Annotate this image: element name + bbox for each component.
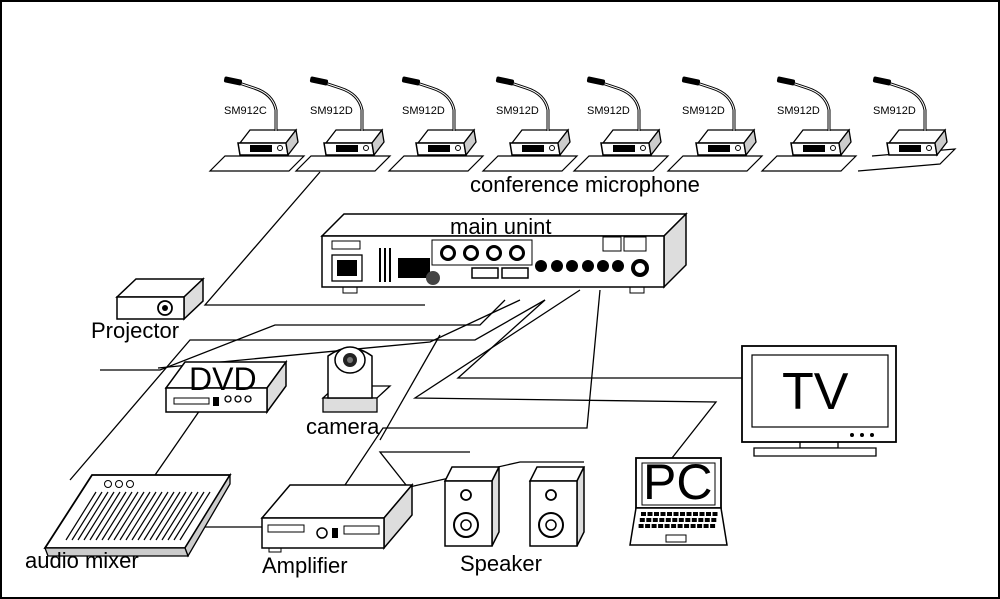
laptop-key	[654, 512, 659, 516]
mixer-fader	[167, 491, 199, 541]
projector-device	[115, 277, 205, 321]
conference-microphone	[681, 76, 757, 157]
microphone-model-label: SM912D	[777, 105, 820, 117]
laptop-key	[638, 524, 644, 528]
laptop-key	[690, 524, 696, 528]
mixer-fader	[125, 491, 157, 541]
mixer-fader	[89, 491, 121, 541]
mixer-fader	[113, 491, 145, 541]
audio-mixer-device	[43, 472, 232, 558]
laptop-key	[693, 512, 698, 516]
laptop-key	[678, 518, 684, 522]
speaker-label: Speaker	[460, 551, 542, 576]
laptop-key	[711, 518, 717, 522]
laptop-key	[658, 524, 664, 528]
laptop-key	[685, 518, 691, 522]
projector-label: Projector	[91, 318, 180, 343]
amplifier-label: Amplifier	[262, 553, 348, 578]
conference-microphone-label: conference microphone	[470, 172, 700, 197]
camera-label: camera	[306, 414, 380, 439]
mixer-fader	[155, 491, 187, 541]
mixer-fader	[119, 491, 151, 541]
laptop-key	[712, 512, 718, 516]
laptop-key	[667, 512, 672, 516]
laptop-key	[647, 512, 653, 516]
laptop-key	[671, 524, 677, 528]
mixer-fader	[71, 491, 103, 541]
mixer-fader	[173, 491, 205, 541]
mixer-fader	[179, 491, 211, 541]
main-unit-label: main unint	[450, 214, 552, 239]
laptop-key	[659, 518, 665, 522]
pc-device	[629, 457, 728, 546]
connection-lines	[69, 171, 745, 528]
speaker-right	[528, 466, 586, 547]
laptop-key	[704, 518, 710, 522]
laptop-key	[703, 524, 709, 528]
laptop-key	[641, 512, 646, 516]
laptop-key	[706, 512, 711, 516]
laptop-key	[710, 524, 716, 528]
pc-label: PC	[643, 454, 713, 510]
laptop-key	[646, 518, 652, 522]
microphone-model-label: SM912D	[873, 105, 916, 117]
tv-device	[741, 345, 897, 457]
laptop-key	[639, 518, 645, 522]
laptop-key	[691, 518, 697, 522]
microphone-model-label: SM912C	[224, 105, 267, 117]
mixer-fader	[161, 491, 193, 541]
microphone-model-label: SM912D	[310, 105, 353, 117]
laptop-key	[684, 524, 690, 528]
audio-mixer-label: audio mixer	[25, 548, 139, 573]
laptop-key	[697, 524, 703, 528]
dvd-device	[164, 359, 288, 415]
mixer-fader	[77, 491, 109, 541]
microphone-model-label: SM912D	[587, 105, 630, 117]
amplifier-device	[260, 482, 414, 553]
laptop-key	[660, 512, 666, 516]
laptop-key	[652, 518, 658, 522]
mixer-fader	[149, 491, 181, 541]
mixer-fader	[107, 491, 139, 541]
conference-microphone	[223, 76, 299, 157]
laptop-key	[677, 524, 683, 528]
microphone-model-label: SM912D	[682, 105, 725, 117]
conference-microphone	[872, 76, 948, 157]
laptop-key	[664, 524, 670, 528]
dvd-label: DVD	[189, 361, 257, 397]
conference-microphone	[309, 76, 385, 157]
mixer-fader	[101, 491, 133, 541]
conference-microphone	[401, 76, 477, 157]
laptop-key	[672, 518, 678, 522]
conference-microphone	[495, 76, 571, 157]
laptop-key	[686, 512, 692, 516]
tv-label: TV	[782, 363, 849, 421]
mixer-fader	[131, 491, 163, 541]
laptop-key	[698, 518, 704, 522]
conference-microphone	[586, 76, 662, 157]
laptop-key	[673, 512, 679, 516]
laptop-key	[645, 524, 651, 528]
mixer-fader	[143, 491, 175, 541]
laptop-key	[699, 512, 705, 516]
speaker-left	[443, 466, 501, 547]
microphone-model-label: SM912D	[496, 105, 539, 117]
mixer-fader	[83, 491, 115, 541]
laptop-key	[665, 518, 671, 522]
mixer-fader	[137, 491, 169, 541]
mixer-fader	[95, 491, 127, 541]
main-unit-device	[320, 212, 688, 294]
microphone-group	[223, 76, 948, 157]
laptop-key	[651, 524, 657, 528]
conference-microphone	[776, 76, 852, 157]
microphone-chain	[208, 148, 957, 172]
laptop-key	[680, 512, 685, 516]
microphone-model-label: SM912D	[402, 105, 445, 117]
camera-device	[321, 346, 392, 413]
mixer-fader	[65, 491, 97, 541]
